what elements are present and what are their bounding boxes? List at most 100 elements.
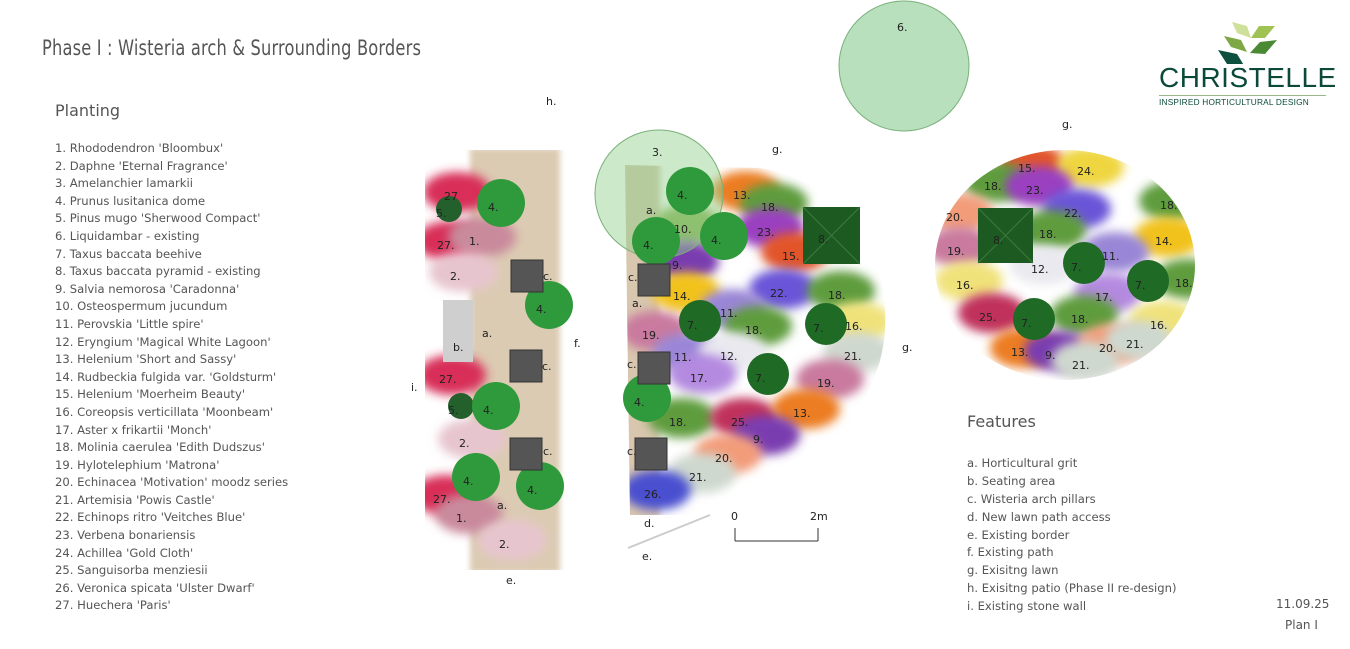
plant-marker: 18. <box>984 180 1002 193</box>
plant-marker: 13. <box>1011 346 1029 359</box>
logo-divider <box>1159 95 1326 96</box>
plant-marker: 18. <box>1175 277 1193 290</box>
plant-marker: 2. <box>450 270 461 283</box>
plant-list-item: 9. Salvia nemorosa 'Caradonna' <box>55 281 240 296</box>
plant-marker: 18. <box>1071 313 1089 326</box>
feature-list-item: f. Existing path <box>967 545 1054 560</box>
pyramid-ridges <box>977 207 1034 264</box>
plant-marker: 23. <box>757 226 775 239</box>
feature-list-item: g. Exisitng lawn <box>967 563 1059 578</box>
plant-marker: 19. <box>947 245 965 258</box>
feature-letter: a. <box>497 499 507 512</box>
taxus-beehive <box>747 353 789 395</box>
plant-marker: 7. <box>1071 261 1082 274</box>
plant-marker: 4. <box>463 475 474 488</box>
planting-drift-18 <box>807 271 875 311</box>
plant-marker: 11. <box>674 351 692 364</box>
plant-marker: 27 <box>444 190 458 203</box>
plant-marker: 17. <box>690 372 708 385</box>
plant-marker: 7. <box>755 372 766 385</box>
prunus-dome <box>516 462 564 510</box>
taxus-beehive <box>805 303 847 345</box>
prunus-dome <box>472 382 520 430</box>
plant-marker: 7. <box>813 322 824 335</box>
wisteria-pillar <box>509 437 543 471</box>
wisteria-pillar <box>637 263 671 297</box>
plant-marker: 4. <box>711 234 722 247</box>
prunus-dome <box>666 167 714 215</box>
plant-marker: 11. <box>1102 250 1120 263</box>
plant-marker: 17. <box>1095 291 1113 304</box>
planting-list: 1. Rhododendron 'Bloombux'2. Daphne 'Ete… <box>55 140 288 615</box>
planting-drift-19 <box>796 359 864 399</box>
feature-list-item: a. Horticultural grit <box>967 456 1078 470</box>
feature-letter: g. <box>1062 118 1072 131</box>
planting-drift-1 <box>448 217 516 257</box>
prunus-dome <box>700 212 748 260</box>
plant-marker: 13. <box>793 407 811 420</box>
feature-letter: c. <box>542 360 552 373</box>
wisteria-pillar <box>509 349 543 383</box>
planting-drift-24 <box>1056 150 1124 187</box>
taxus-beehive <box>1063 242 1105 284</box>
feature-letter: a. <box>482 327 492 340</box>
plant-marker: 20. <box>946 211 964 224</box>
feature-list-item: i. Existing stone wall <box>967 599 1087 614</box>
plant-list-item: 18. Molinia caerulea 'Edith Dudszus' <box>55 440 265 455</box>
plant-marker: 22. <box>1064 207 1082 220</box>
plant-marker: 16. <box>956 279 974 292</box>
plant-marker: 14. <box>673 290 691 303</box>
planting-drift-18 <box>1050 295 1118 335</box>
plant-list-item: 11. Perovskia 'Little spire' <box>55 316 204 331</box>
plant-marker: 19. <box>817 377 835 390</box>
pinus-mugo <box>448 393 474 419</box>
seating-area <box>443 300 473 362</box>
plan-date: 11.09.25 <box>1276 597 1330 611</box>
plant-list-item: 6. Liquidambar - existing <box>55 228 200 243</box>
planting-drift-13 <box>772 389 840 429</box>
planting-drift-21 <box>1051 341 1119 380</box>
plant-marker: 27. <box>439 373 457 386</box>
plant-list-item: 16. Coreopsis verticillata 'Moonbeam' <box>55 404 274 419</box>
plant-list-item: 10. Osteospermum jucundum <box>55 299 228 314</box>
plant-list-item: 4. Prunus lusitanica dome <box>55 193 206 208</box>
plant-marker: 5. <box>436 207 447 220</box>
plant-marker: 4. <box>536 303 547 316</box>
plant-marker: 18. <box>669 416 687 429</box>
plant-marker: 24. <box>1077 165 1095 178</box>
plant-marker: 20. <box>715 452 733 465</box>
plant-marker: 18. <box>1039 228 1057 241</box>
plant-marker: 4. <box>483 404 494 417</box>
plant-marker: 4. <box>634 396 645 409</box>
plant-marker: 4. <box>677 189 688 202</box>
plant-marker: 11. <box>720 307 738 320</box>
planting-drift-18 <box>1018 210 1086 250</box>
planting-drift-14 <box>1134 217 1195 257</box>
plant-marker: 4. <box>643 239 654 252</box>
pinus-mugo <box>436 196 462 222</box>
plant-marker: 21. <box>1072 359 1090 372</box>
plant-marker: 26. <box>644 488 662 501</box>
feature-letter: i. <box>411 381 418 394</box>
prunus-dome <box>477 179 525 227</box>
feature-letter: c. <box>543 270 553 283</box>
feature-letter: f. <box>574 337 581 350</box>
plant-marker: 2. <box>499 538 510 551</box>
feature-letter: a. <box>632 297 642 310</box>
plant-list-item: 8. Taxus baccata pyramid - existing <box>55 264 261 279</box>
plant-list-item: 14. Rudbeckia fulgida var. 'Goldsturm' <box>55 369 277 384</box>
planting-drift-16 <box>935 261 1003 301</box>
plant-marker: 10. <box>674 223 692 236</box>
plant-list-item: 26. Veronica spicata 'Ulster Dwarf' <box>55 580 255 595</box>
feature-letter: a. <box>646 204 656 217</box>
planting-drift-2 <box>429 252 497 292</box>
plant-marker: 23. <box>1026 184 1044 197</box>
plant-marker: 15. <box>782 250 800 263</box>
plant-marker: 4. <box>527 484 538 497</box>
plant-marker: 7. <box>687 319 698 332</box>
feature-list-item: c. Wisteria arch pillars <box>967 491 1096 506</box>
plant-marker: 12. <box>1031 263 1049 276</box>
features-heading: Features <box>967 412 1036 431</box>
planting-drift-22 <box>749 269 817 309</box>
plant-marker: 25. <box>731 416 749 429</box>
